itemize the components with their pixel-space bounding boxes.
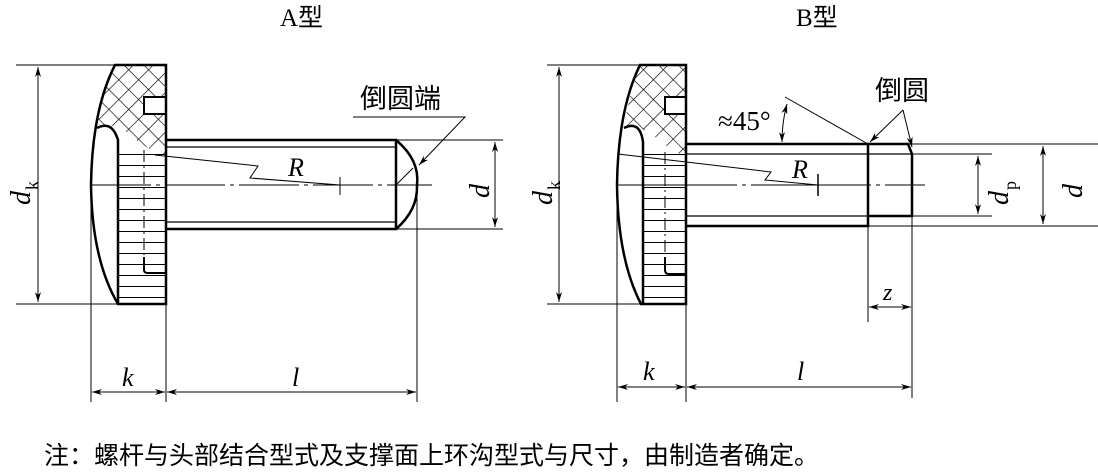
label-l-b: l: [797, 357, 804, 386]
label-dk-b: d k: [528, 181, 564, 205]
title-type-b: B型: [796, 4, 838, 32]
screw-type-b: [547, 63, 1098, 402]
label-z: z: [882, 280, 893, 306]
svg-text:d: d: [6, 190, 37, 205]
knurl-hatch: [118, 150, 166, 304]
label-d-b: d: [1058, 183, 1089, 198]
label-angle: ≈45°: [718, 106, 771, 136]
label-rounded-end: 倒圆端: [360, 84, 441, 114]
title-type-a: A型: [280, 4, 323, 32]
label-R-b: R: [791, 155, 808, 184]
svg-text:p: p: [1000, 181, 1020, 190]
label-d-a: d: [465, 183, 496, 198]
label-k-b: k: [643, 357, 655, 386]
label-rounded: 倒圆: [875, 76, 929, 106]
screw-type-a: [16, 63, 503, 402]
label-k-a: k: [122, 363, 134, 392]
cross-hatch: [97, 65, 166, 155]
label-dk-a: d k: [6, 181, 42, 205]
svg-text:k: k: [22, 181, 42, 190]
label-dp: d p: [984, 181, 1020, 205]
svg-text:k: k: [544, 181, 564, 190]
svg-text:d: d: [465, 183, 496, 198]
svg-text:d: d: [984, 190, 1015, 205]
svg-text:d: d: [1058, 183, 1089, 198]
label-R-a: R: [287, 153, 304, 182]
label-l-a: l: [292, 363, 299, 392]
footnote: 注：螺杆与头部结合型式及支撑面上环沟型式与尺寸，由制造者确定。: [44, 441, 820, 470]
svg-text:d: d: [528, 190, 559, 205]
